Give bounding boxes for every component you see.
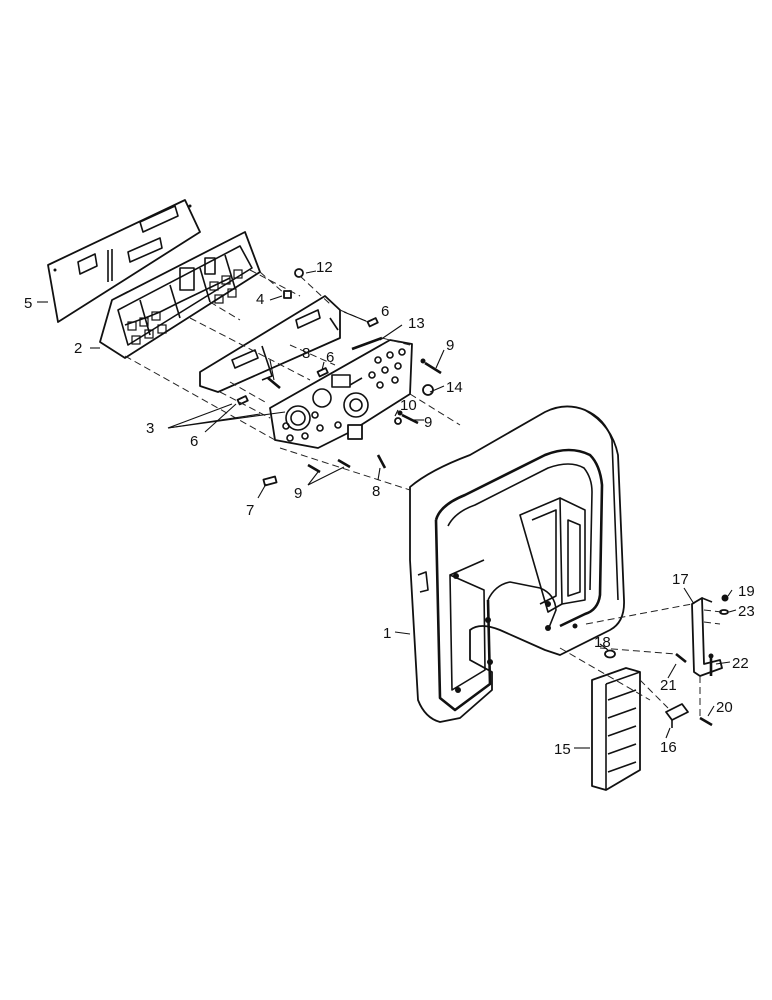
- callout-17: 17: [672, 571, 689, 588]
- callout-10: 10: [400, 397, 417, 414]
- part-1-main-shroud: [409, 405, 625, 723]
- callout-8-bottom: 8: [372, 483, 380, 500]
- callout-1: 1: [383, 625, 391, 642]
- callout-6-left: 6: [190, 433, 198, 450]
- callout-23: 23: [738, 603, 755, 620]
- callout-15: 15: [554, 741, 571, 758]
- part-12-nut: [294, 268, 304, 278]
- callout-2: 2: [74, 340, 82, 357]
- callout-7: 7: [246, 502, 254, 519]
- callout-9-top: 9: [446, 337, 454, 354]
- callout-21: 21: [660, 677, 677, 694]
- callout-labels: 5 2 3 4 12 6 13 9 14 10 9 8 6 6 7 9 8 1 …: [24, 259, 755, 758]
- part-16-small-bracket: [665, 703, 689, 728]
- callout-22: 22: [732, 655, 749, 672]
- callout-4: 4: [256, 291, 264, 308]
- callout-5: 5: [24, 295, 32, 312]
- callout-13: 13: [408, 315, 425, 332]
- callout-6-top: 6: [381, 303, 389, 320]
- callout-19: 19: [738, 583, 755, 600]
- part-mounting-plate: [199, 295, 341, 393]
- part-17-bracket: [691, 597, 723, 677]
- part-15-side-housing: [591, 667, 641, 791]
- part-4-clip: [283, 290, 292, 299]
- callout-9-bottom: 9: [294, 485, 302, 502]
- callout-14: 14: [446, 379, 463, 396]
- callout-3: 3: [146, 420, 154, 437]
- part-3-gauge-cluster: [269, 339, 413, 449]
- leader-lines: [37, 270, 737, 749]
- callout-6-mid: 6: [326, 349, 334, 366]
- part-2-instrument-housing: [99, 231, 261, 359]
- callout-18: 18: [594, 634, 611, 651]
- part-5-cover-plate: [47, 199, 201, 323]
- callout-12: 12: [316, 259, 333, 276]
- callout-20: 20: [716, 699, 733, 716]
- callout-9-mid: 9: [424, 414, 432, 431]
- callout-16: 16: [660, 739, 677, 756]
- callout-8-top: 8: [302, 345, 310, 362]
